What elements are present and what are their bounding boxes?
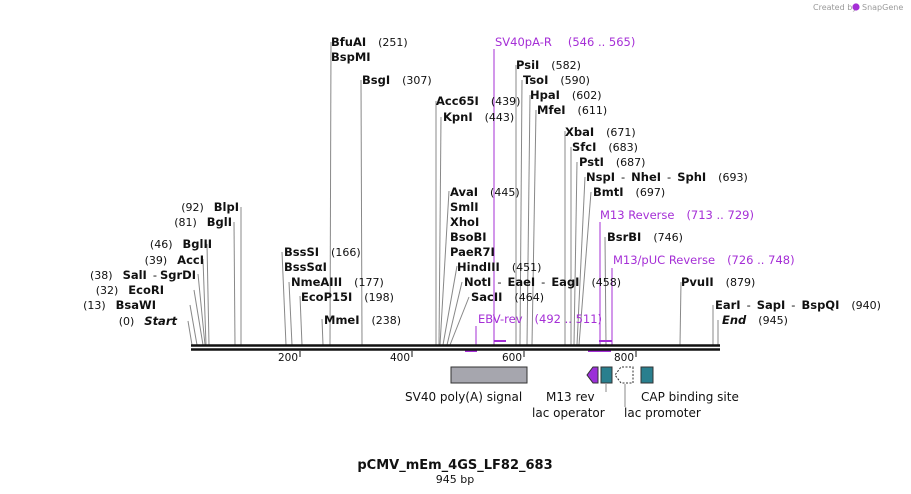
features — [450, 366, 654, 407]
feature-label-lac-operator: lac operator — [532, 406, 605, 420]
site-bsssai[interactable]: BssSαI — [284, 260, 327, 274]
site-blpi[interactable]: (92)BlpI — [181, 200, 239, 214]
leader-nspi — [576, 176, 586, 346]
site-labels: (0)Start (13)BsaWI (32)EcoRI (38)SalI-Sg… — [83, 35, 881, 328]
site-paer7i[interactable]: PaeR7I — [450, 245, 495, 259]
site-bglii[interactable]: (46)BglII — [150, 237, 212, 251]
primer-ebv-rev[interactable]: EBV-rev(492 .. 511) — [478, 312, 602, 326]
site-bfuai[interactable]: BfuAI(251) — [331, 35, 408, 49]
feature-label-cap-binding-site: CAP binding site — [641, 390, 739, 404]
leader-bsrbi — [604, 236, 607, 346]
snapgene-icon — [852, 3, 860, 11]
feature-cap-binding-site[interactable] — [640, 366, 654, 384]
primer-labels: SV40pA-R(546 .. 565) EBV-rev(492 .. 511)… — [478, 35, 795, 326]
site-acci[interactable]: (39)AccI — [145, 253, 204, 267]
leader-ecop15i — [299, 295, 303, 346]
site-bsawi[interactable]: (13)BsaWI — [83, 298, 156, 312]
site-hindiii[interactable]: HindIII(451) — [457, 260, 541, 274]
feature-label-m13-rev: M13 rev — [546, 390, 595, 404]
site-tsoi[interactable]: TsoI(590) — [523, 73, 590, 87]
ruler-tick-label: 600 — [502, 352, 522, 364]
feature-label-lac-promoter: lac promoter — [624, 406, 701, 420]
leader-tsoi — [519, 79, 523, 346]
ruler-tick-label: 400 — [390, 352, 410, 364]
site-mmei[interactable]: MmeI(238) — [324, 313, 401, 327]
leader-ecori — [193, 289, 204, 346]
site-nmeaiii[interactable]: NmeAIII(177) — [291, 275, 384, 289]
map-title: pCMV_mEm_4GS_LF82_683 — [357, 458, 552, 473]
feature-lac-promoter[interactable] — [614, 366, 634, 384]
site-bsssi[interactable]: BssSI(166) — [284, 245, 361, 259]
site-leaders — [187, 41, 719, 346]
leader-kpni — [438, 116, 442, 346]
site-end[interactable]: End(945) — [722, 313, 788, 327]
site-ecop15i[interactable]: EcoP15I(198) — [301, 290, 394, 304]
primer-sv40pa-r[interactable]: SV40pA-R(546 .. 565) — [495, 35, 635, 49]
leader-avai — [439, 190, 450, 346]
leader-psti — [573, 161, 578, 346]
site-bsgi[interactable]: BsgI(307) — [362, 73, 432, 87]
site-sali-sgrdi[interactable]: (38)SalI-SgrDI — [90, 268, 196, 282]
ruler-tick-label: 800 — [614, 352, 634, 364]
primer-m13-reverse[interactable]: M13 Reverse(713 .. 729) — [600, 208, 754, 222]
leader-start — [187, 320, 193, 346]
leader-bgli — [233, 221, 236, 346]
leader-hpai — [526, 94, 531, 346]
site-acc65i[interactable]: Acc65I(439) — [436, 94, 520, 108]
site-bgli[interactable]: (81)BglI — [174, 215, 232, 229]
leader-bfuai — [329, 41, 332, 346]
feature-labels: SV40 poly(A) signal M13 rev lac operator… — [405, 390, 739, 420]
site-smli[interactable]: SmlI — [450, 200, 479, 214]
leader-mmei — [321, 318, 324, 346]
site-avai[interactable]: AvaI(445) — [450, 185, 520, 199]
feature-m13-rev[interactable] — [586, 366, 599, 384]
site-xhoi[interactable]: XhoI — [450, 215, 479, 229]
leader-nmeaiii — [288, 281, 293, 346]
primer-m13-puc-reverse[interactable]: M13/pUC Reverse(726 .. 748) — [613, 253, 795, 267]
leader-mfei — [531, 109, 537, 346]
site-sacii[interactable]: SacII(464) — [471, 290, 544, 304]
site-pvuii[interactable]: PvuII(879) — [681, 275, 755, 289]
leader-acci — [202, 258, 207, 346]
feature-label-sv40-polya: SV40 poly(A) signal — [405, 390, 522, 404]
created-by-label: Created by — [813, 3, 857, 12]
site-eari-sapi-bspqi[interactable]: EarI-SapI-BspQI(940) — [715, 298, 881, 312]
feature-sv40-polya-signal[interactable] — [450, 366, 528, 384]
site-bsobi[interactable]: BsoBI — [450, 230, 487, 244]
leader-bsawi — [189, 304, 198, 346]
leader-bglii — [206, 243, 210, 346]
leader-bsgi — [360, 79, 363, 346]
primer-marks — [465, 340, 612, 352]
site-kpni[interactable]: KpnI(443) — [443, 110, 514, 124]
site-noti-eaei-eagi[interactable]: NotI-EaeI-EagI(458) — [464, 275, 621, 289]
site-bspmi[interactable]: BspMI — [331, 50, 371, 64]
leader-sacii — [449, 296, 470, 346]
leader-hindiii — [442, 265, 458, 346]
leader-pvuii — [679, 281, 682, 346]
site-sfci[interactable]: SfcI(683) — [572, 140, 638, 154]
leader-noti — [446, 281, 463, 346]
site-ecori[interactable]: (32)EcoRI — [96, 283, 164, 297]
site-psti[interactable]: PstI(687) — [579, 155, 645, 169]
ruler: 200 400 600 800 — [278, 351, 637, 364]
site-bmti[interactable]: BmtI(697) — [593, 185, 665, 199]
site-hpai[interactable]: HpaI(602) — [530, 88, 602, 102]
feature-lac-operator[interactable] — [600, 366, 613, 384]
snapgene-logo[interactable]: Created by SnapGene — [813, 3, 903, 12]
site-mfei[interactable]: MfeI(611) — [537, 103, 607, 117]
ruler-tick-label: 200 — [278, 352, 298, 364]
leader-sali — [197, 273, 206, 346]
site-nspi-nhei-sphi[interactable]: NspI-NheI-SphI(693) — [586, 170, 748, 184]
site-xbai[interactable]: XbaI(671) — [565, 125, 636, 139]
site-bsrbi[interactable]: BsrBI(746) — [607, 230, 683, 244]
site-start[interactable]: (0)Start — [119, 314, 178, 328]
primer-leaders — [475, 49, 613, 345]
leader-bsssi — [281, 251, 287, 346]
snapgene-label: SnapGene — [862, 3, 903, 12]
leader-bmti — [578, 191, 592, 346]
dna-backbone — [191, 344, 720, 351]
site-psii[interactable]: PsiI(582) — [516, 58, 581, 72]
map-length: 945 bp — [436, 473, 474, 486]
